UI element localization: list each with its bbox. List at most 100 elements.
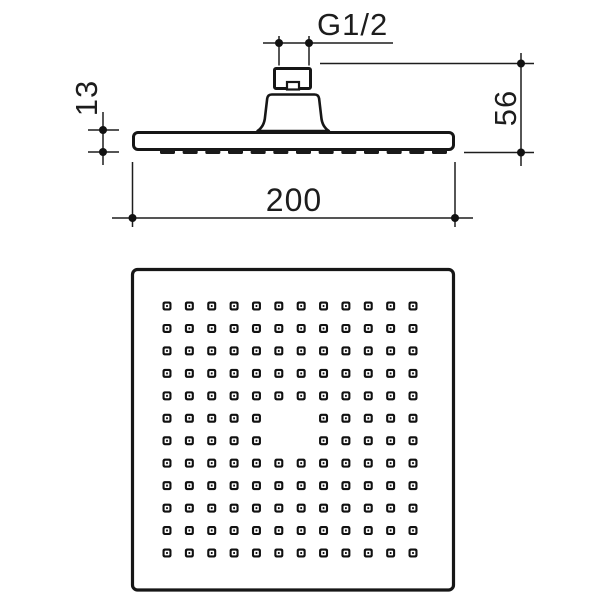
nozzle-center-dot <box>188 394 191 397</box>
nozzle-dash <box>386 149 402 154</box>
nozzle-center-dot <box>233 462 235 465</box>
nozzle-center-dot <box>166 417 168 420</box>
nozzle-center-dot <box>255 529 258 532</box>
nozzle <box>274 548 284 558</box>
nozzle-center-dot <box>255 327 258 330</box>
nozzle <box>207 323 217 333</box>
dimension-face-width: 200 <box>112 162 473 227</box>
nozzle-center-dot <box>300 507 303 510</box>
nozzle-center-dot <box>166 462 168 465</box>
nozzle-center-dot <box>412 439 414 442</box>
nozzle-center-dot <box>210 484 213 487</box>
nozzle <box>229 458 239 468</box>
nozzle <box>408 481 418 491</box>
nozzle-center-dot <box>166 372 168 375</box>
nozzle-center-dot <box>210 552 213 554</box>
nozzle-center-dot <box>210 327 213 330</box>
nozzle <box>184 391 194 401</box>
nozzle <box>184 526 194 536</box>
nozzle <box>184 413 194 423</box>
nozzle <box>207 391 217 401</box>
nozzle <box>408 368 418 378</box>
nozzle <box>341 301 351 311</box>
nozzle-center-dot <box>233 552 235 554</box>
nozzle-grid <box>162 301 418 558</box>
nozzle-center-dot <box>412 349 414 352</box>
nozzle <box>386 323 396 333</box>
nozzle-dash <box>409 149 425 154</box>
nozzle <box>184 481 194 491</box>
nozzle-center-dot <box>255 484 258 487</box>
nozzle <box>207 481 217 491</box>
shower-head-side-profile <box>132 131 455 151</box>
nozzle <box>251 526 261 536</box>
nozzle-center-dot <box>166 327 168 330</box>
nozzle <box>341 346 351 356</box>
nozzle <box>184 301 194 311</box>
nozzle-center-dot <box>277 462 280 465</box>
nozzle <box>229 391 239 401</box>
nozzle <box>251 391 261 401</box>
nozzle <box>229 548 239 558</box>
nozzle <box>341 503 351 513</box>
nozzle-center-dot <box>322 439 325 442</box>
nozzle-center-dot <box>412 394 414 397</box>
dim-endpoint-dot <box>275 39 283 47</box>
nozzle <box>408 436 418 446</box>
nozzle <box>229 481 239 491</box>
nozzle <box>386 436 396 446</box>
nozzle <box>251 548 261 558</box>
nozzle-center-dot <box>389 462 392 465</box>
face-view <box>130 267 456 592</box>
nozzle <box>184 503 194 513</box>
nozzle-center-dot <box>345 349 347 352</box>
nozzle-dash <box>273 149 289 154</box>
nozzle-center-dot <box>233 327 235 330</box>
nozzle-center-dot <box>188 529 191 532</box>
nozzle <box>229 413 239 423</box>
nozzle-center-dot <box>188 484 191 487</box>
nozzle-center-dot <box>367 484 370 487</box>
nozzle <box>184 368 194 378</box>
nozzle-center-dot <box>255 372 258 375</box>
nozzle <box>319 368 329 378</box>
nozzle-dash <box>160 149 175 154</box>
nozzle-center-dot <box>188 372 191 375</box>
nozzle-center-dot <box>277 349 280 352</box>
nozzle <box>341 436 351 446</box>
nozzle <box>341 323 351 333</box>
nozzle-center-dot <box>412 372 414 375</box>
thread-size-label: G1/2 <box>317 7 388 42</box>
nozzle <box>229 436 239 446</box>
nozzle-center-dot <box>210 394 213 397</box>
nozzle <box>162 346 172 356</box>
nozzle <box>296 346 306 356</box>
nozzle <box>319 526 329 536</box>
nozzle-center-dot <box>233 305 235 307</box>
nozzle <box>207 368 217 378</box>
nozzle-center-dot <box>233 372 235 375</box>
nozzle-center-dot <box>300 372 303 375</box>
nozzle-center-dot <box>255 552 258 554</box>
nozzle <box>386 301 396 311</box>
nozzle-center-dot <box>255 462 258 465</box>
nozzle <box>363 391 373 401</box>
face-width-label: 200 <box>266 182 322 218</box>
nozzle-center-dot <box>166 394 168 397</box>
nozzle-center-dot <box>322 349 325 352</box>
nozzle <box>363 503 373 513</box>
nozzle-center-dot <box>277 529 280 532</box>
dim-endpoint-dot <box>517 148 525 157</box>
nozzle <box>319 503 329 513</box>
nozzle-center-dot <box>166 507 168 510</box>
nozzle-center-dot <box>412 484 414 487</box>
nozzle-center-dot <box>188 327 191 330</box>
nozzle <box>162 481 172 491</box>
nozzle-center-dot <box>345 552 347 554</box>
nozzle-center-dot <box>322 484 325 487</box>
nozzle-center-dot <box>412 552 414 554</box>
nozzle-center-dot <box>188 305 191 307</box>
nozzle <box>274 458 284 468</box>
nozzle <box>363 526 373 536</box>
nozzle <box>207 413 217 423</box>
